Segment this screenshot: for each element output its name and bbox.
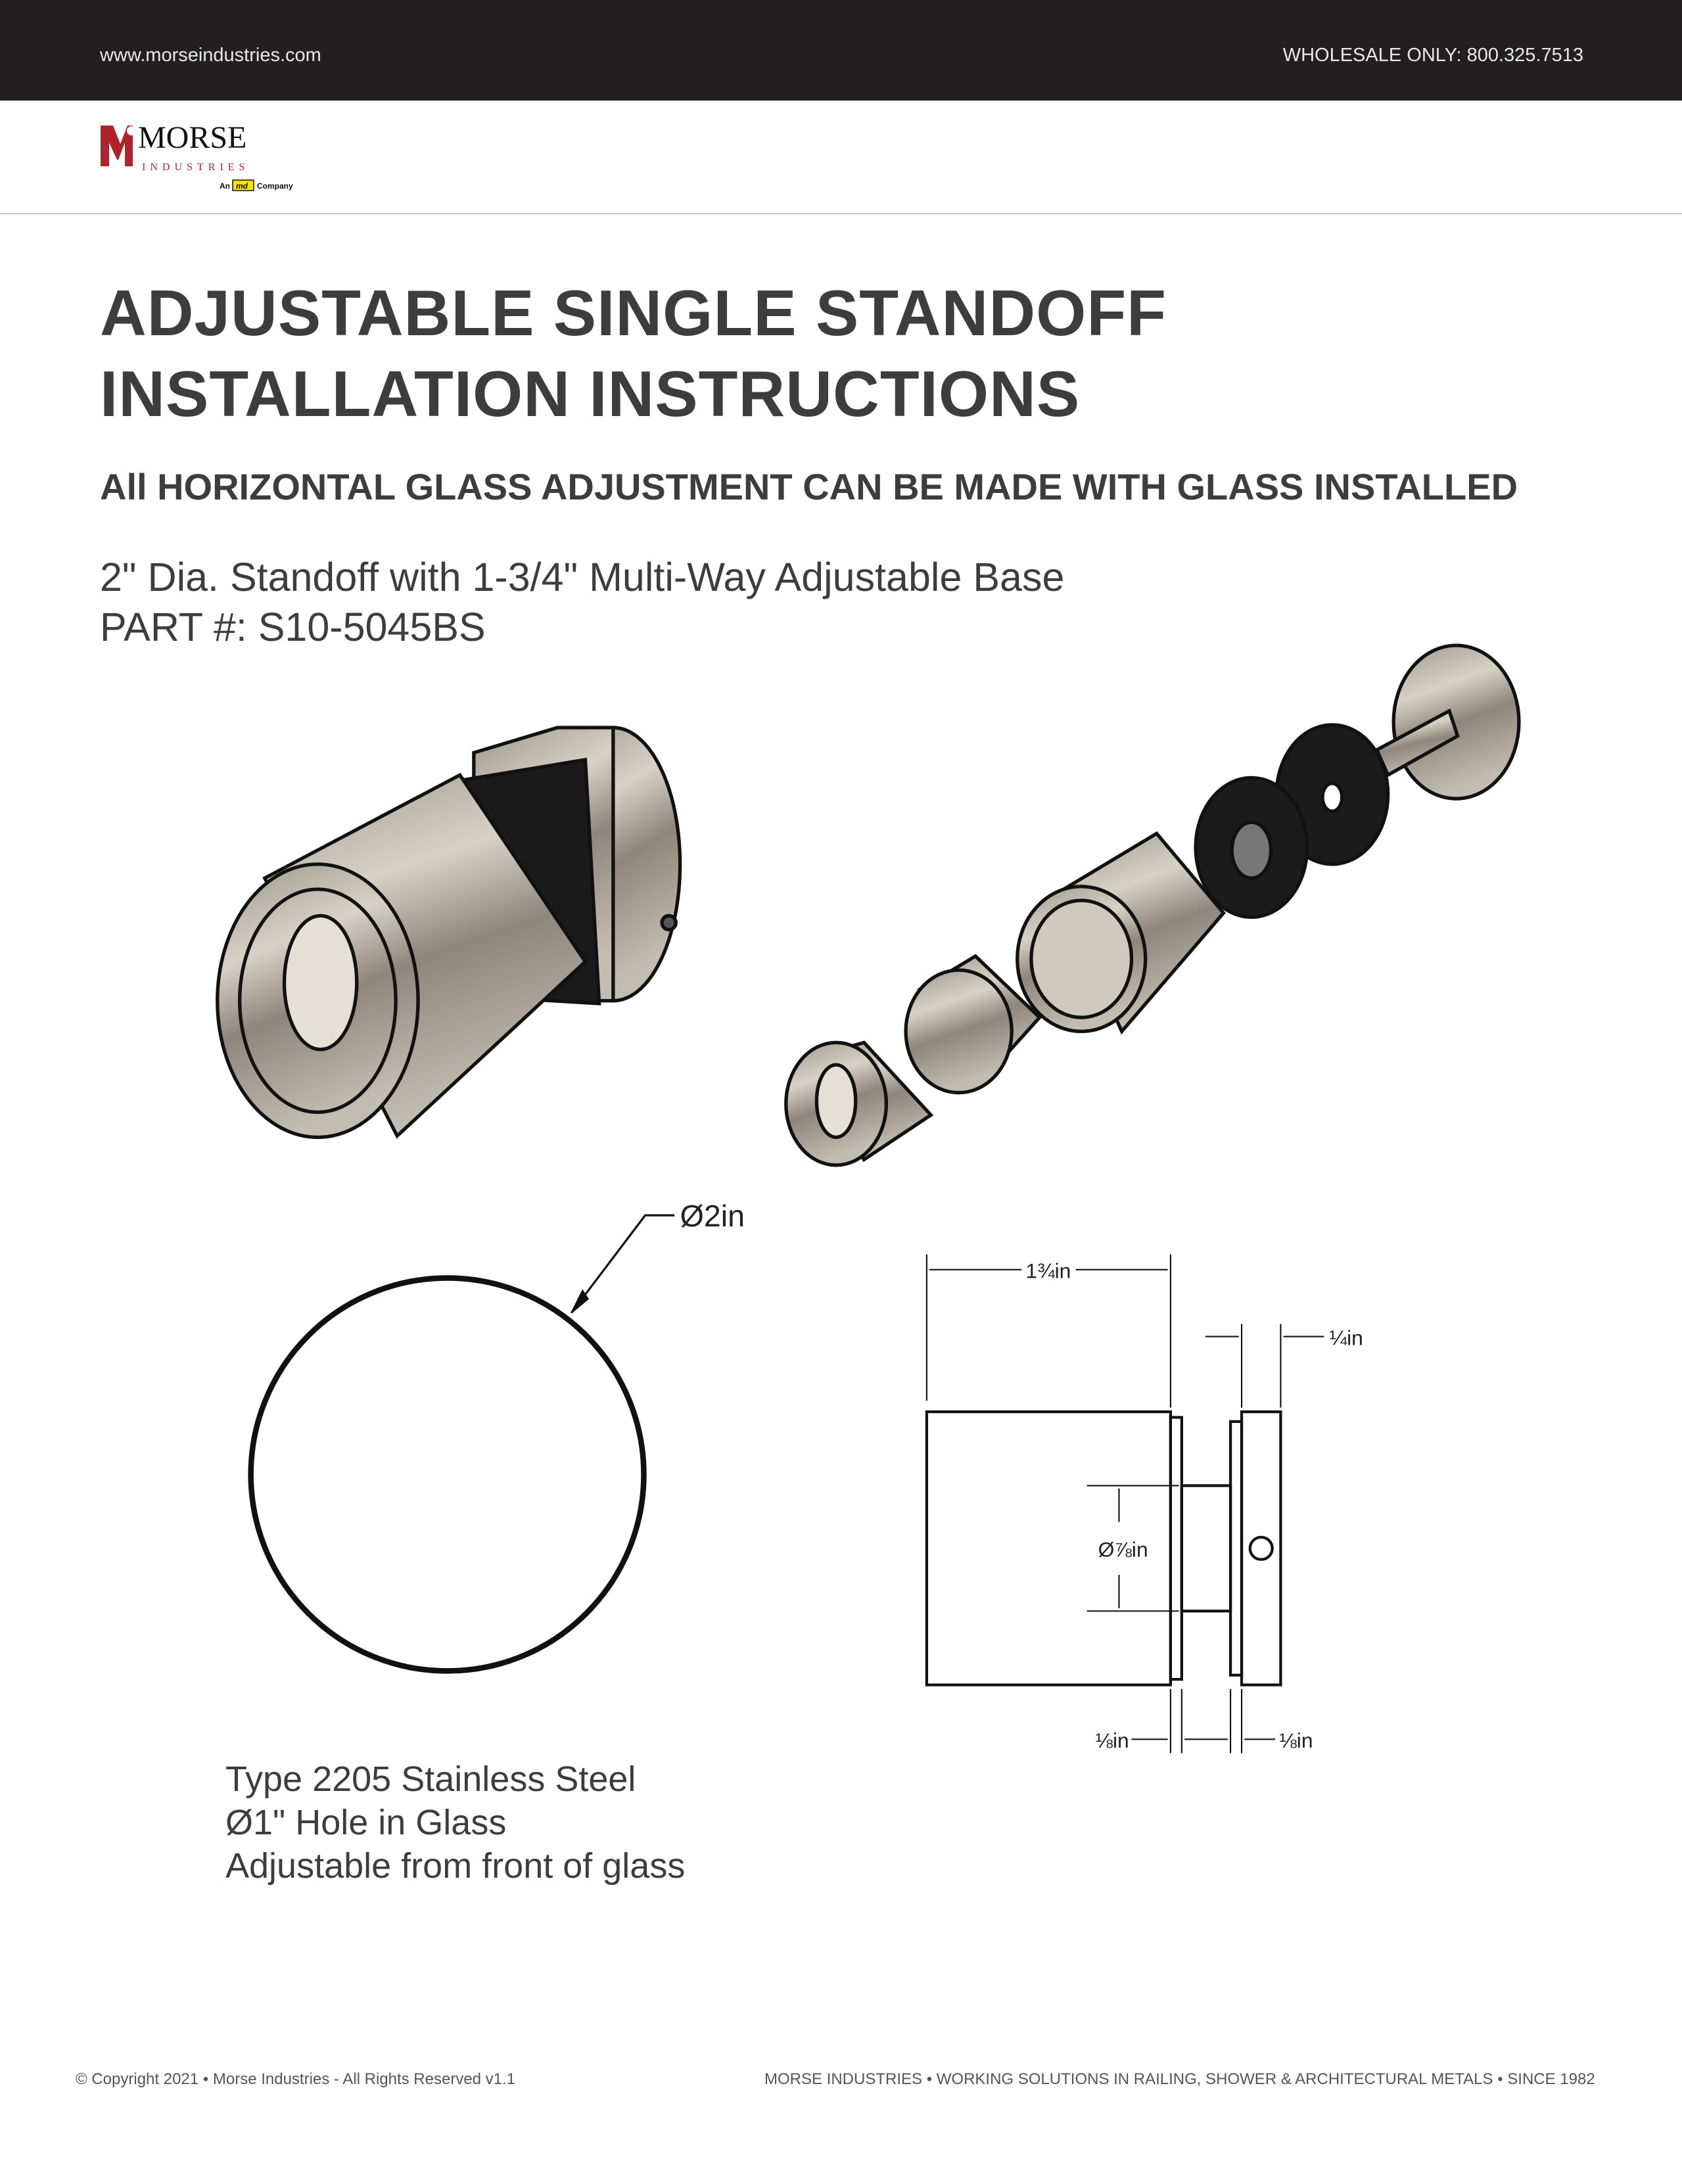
footer-tagline: MORSE INDUSTRIES • WORKING SOLUTIONS IN … xyxy=(764,2070,1595,2088)
logo-wordmark: MORSE xyxy=(138,120,246,155)
wholesale-phone: WHOLESALE ONLY: 800.325.7513 xyxy=(1282,45,1583,66)
gap-left-dimension: ⅛in xyxy=(1095,1729,1129,1752)
front-view-drawing xyxy=(248,1214,675,1674)
logo-mi-mark xyxy=(101,126,133,166)
header-divider xyxy=(0,213,1682,214)
spec-adjustment: Adjustable from front of glass xyxy=(225,1846,686,1886)
page-title: ADJUSTABLE SINGLE STANDOFF INSTALLATION … xyxy=(100,273,1167,434)
part-number: PART #: S10-5045BS xyxy=(100,605,486,649)
length-dimension: 1¾in xyxy=(1025,1259,1071,1283)
assembled-standoff-image xyxy=(216,726,682,1140)
spec-material: Type 2205 Stainless Steel xyxy=(225,1759,636,1799)
title-line-1: ADJUSTABLE SINGLE STANDOFF xyxy=(100,277,1167,349)
diameter-label: Ø2in xyxy=(680,1199,745,1233)
spec-hole-size: Ø1" Hole in Glass xyxy=(225,1803,507,1842)
logo-md-mark: md xyxy=(236,181,248,191)
morse-industries-logo: MORSE INDUSTRIES An md Company xyxy=(101,120,293,191)
side-view-drawing xyxy=(925,1254,1324,1754)
product-description: 2" Dia. Standoff with 1-3/4" Multi-Way A… xyxy=(100,555,1065,599)
title-line-2: INSTALLATION INSTRUCTIONS xyxy=(100,358,1081,430)
top-bar: www.morseindustries.com WHOLESALE ONLY: … xyxy=(0,0,1682,101)
website-link[interactable]: www.morseindustries.com xyxy=(100,45,321,66)
base-thickness-dimension: ¼in xyxy=(1330,1326,1363,1349)
adjustment-note: All HORIZONTAL GLASS ADJUSTMENT CAN BE M… xyxy=(100,466,1518,507)
logo-md-badge xyxy=(232,179,254,191)
exploded-view-image xyxy=(784,643,1521,1167)
bore-dimension: Ø⅞in xyxy=(1098,1538,1148,1562)
logo-company: Company xyxy=(257,181,293,191)
logo-tagline: INDUSTRIES xyxy=(142,162,249,173)
gap-right-dimension: ⅛in xyxy=(1279,1729,1313,1752)
footer-copyright: © Copyright 2021 • Morse Industries - Al… xyxy=(76,2070,516,2088)
logo-an: An xyxy=(220,181,230,191)
